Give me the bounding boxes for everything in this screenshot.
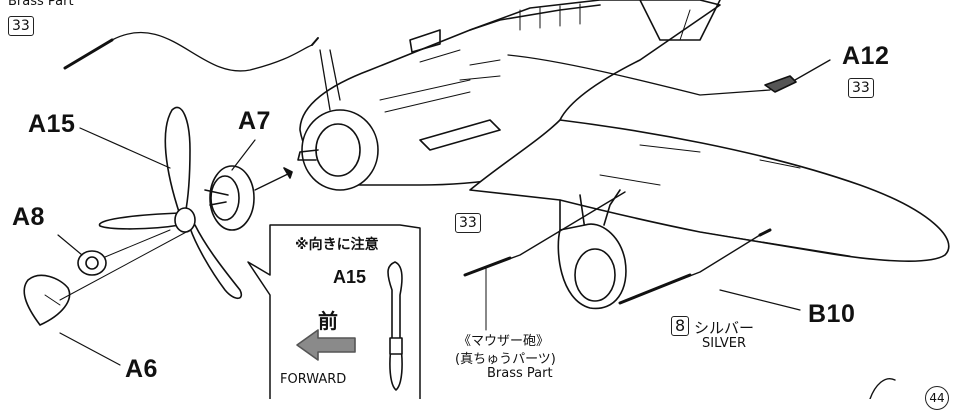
forward-jp-label: 前: [318, 309, 338, 333]
silver-rod: [619, 234, 761, 304]
callout-part-label: A15: [333, 267, 367, 287]
silver-en-label: SILVER: [702, 336, 747, 351]
part-label-a8: A8: [12, 203, 45, 231]
forward-en-label: FORWARD: [280, 372, 347, 387]
brass-part-top-label: Brass Part: [8, 0, 74, 9]
mauser-brass-label: Brass Part: [487, 366, 553, 381]
callout-box: [247, 224, 421, 399]
ring-a8: [77, 250, 107, 276]
part-label-b10: B10: [808, 300, 856, 328]
mauser-sub: (真ちゅうパーツ): [455, 352, 556, 367]
brass-rod-top: [63, 38, 114, 70]
part-number-badge-silver: 8: [671, 316, 690, 336]
landing-gear: [559, 194, 586, 231]
mauser-name: 《マウザー砲》: [458, 334, 550, 349]
part-label-a15: A15: [28, 110, 76, 138]
spinner-a6: [23, 274, 71, 326]
assembly-illustration: [23, 0, 950, 399]
silver-jp-label: シルバー: [694, 319, 755, 337]
forward-arrow: [296, 329, 356, 361]
part-number-badge-bottom-right: 44: [925, 386, 949, 410]
cowling-nose: [301, 109, 379, 191]
part-label-a12: A12: [842, 42, 890, 70]
part-label-a7: A7: [238, 107, 271, 135]
part-a12: [764, 75, 797, 93]
propeller-a15: [98, 106, 243, 300]
orientation-note: ※向きに注意: [295, 237, 379, 253]
part-number-badge-mauser: 33: [455, 213, 481, 233]
wing: [469, 119, 950, 262]
part-number-badge-top-left: 33: [8, 16, 34, 36]
part-label-a6: A6: [125, 355, 158, 383]
hub-a7: [204, 165, 255, 231]
part-number-badge-a12: 33: [848, 78, 874, 98]
